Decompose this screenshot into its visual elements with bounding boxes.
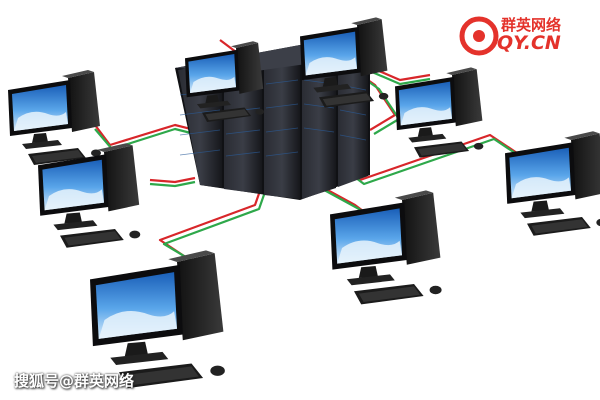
workstation [505, 131, 600, 236]
logo-swirl-icon [459, 16, 499, 56]
workstation [395, 67, 484, 158]
logo-english-text: QY.CN [497, 32, 561, 54]
workstation [8, 70, 101, 165]
workstation [330, 190, 442, 305]
workstation [90, 250, 225, 389]
watermark-text: 搜狐号@群英网络 [14, 372, 135, 390]
logo-chinese-text: 群英网络 [501, 16, 562, 34]
network-cables [94, 39, 525, 263]
brand-logo: 群英网络 QY.CN [459, 14, 594, 58]
